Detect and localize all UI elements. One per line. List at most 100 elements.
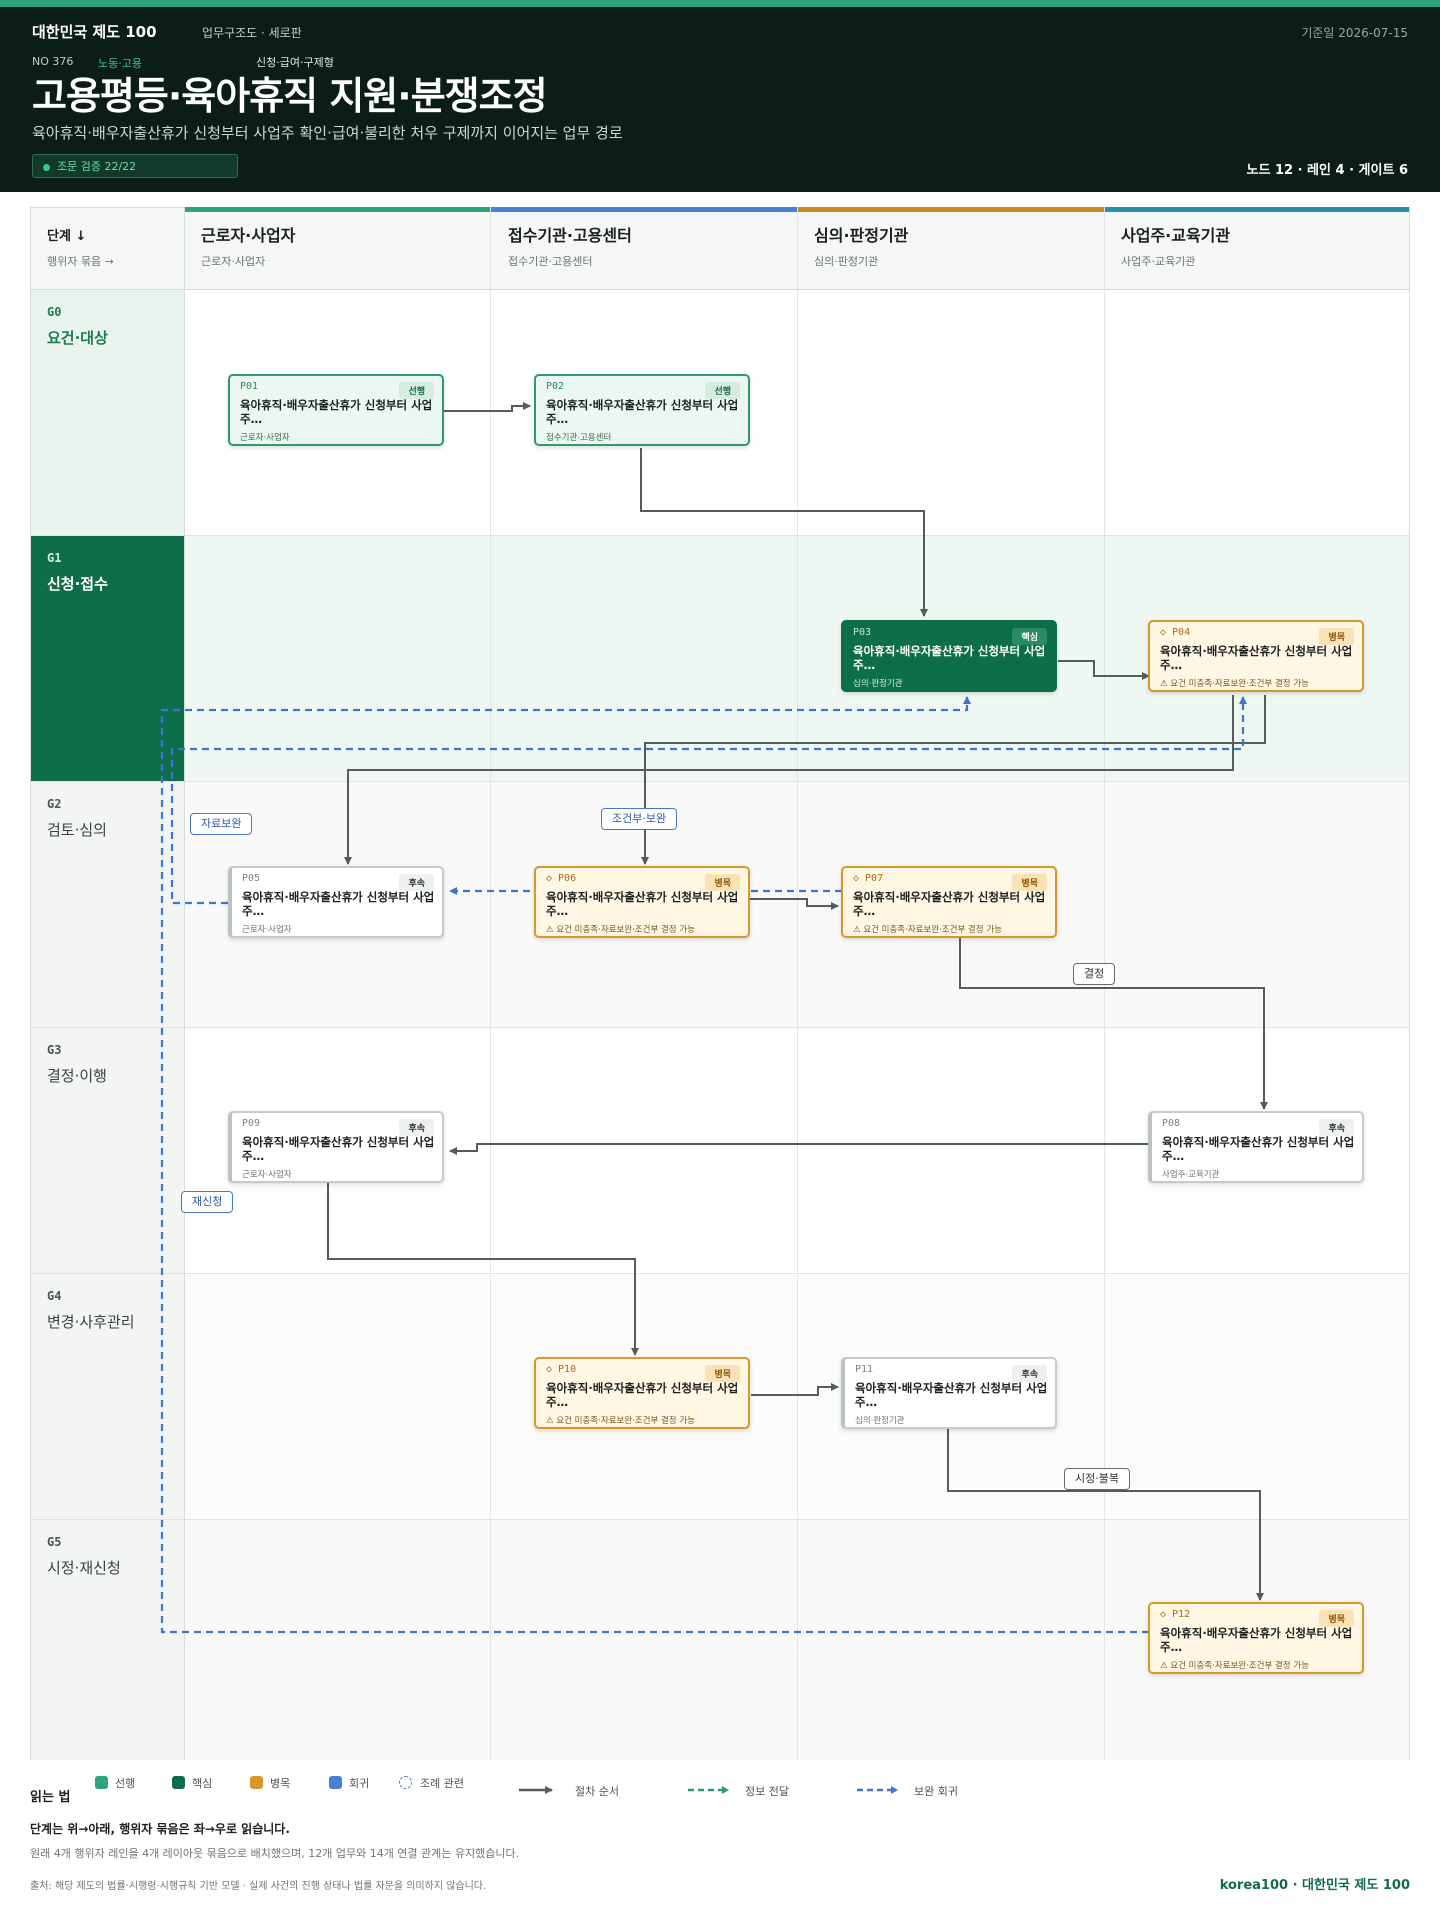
node-id: P02	[546, 381, 565, 392]
edge-label-correction: 시정·불복	[1064, 1468, 1130, 1490]
node-tag: 후속	[399, 1119, 434, 1136]
legend-label-procedure: 절차 순서	[575, 1785, 619, 1798]
node-tag: 병목	[705, 1365, 740, 1382]
node-tag: 선행	[399, 382, 434, 399]
stage-name-g1: 신청·접수	[47, 575, 108, 593]
edge-label-supplement: 자료보완	[190, 813, 253, 835]
edge-label-decision: 결정	[1073, 963, 1116, 985]
node-title: 육아휴직·배우자출산휴가 신청부터 사업주…	[546, 398, 739, 426]
page-description: 육아휴직·배우자출산휴가 신청부터 사업주 확인·급여·불리한 처우 구제까지 …	[32, 124, 623, 142]
process-node-p10[interactable]: ◇ P10 병목 육아휴직·배우자출산휴가 신청부터 사업주… ⚠ 요건 미충족…	[534, 1357, 750, 1429]
node-id: P01	[240, 381, 259, 392]
legend-label-bottleneck: 병목	[270, 1777, 291, 1790]
stage-name-g4: 변경·사후관리	[47, 1313, 135, 1331]
node-subtitle: 근로자·사업자	[240, 433, 290, 443]
lane-subtitle-2: 접수기관·고용센터	[508, 255, 593, 268]
actor-axis-label: 행위자 묶음 →	[47, 255, 114, 268]
process-node-p01[interactable]: P01 선행 육아휴직·배우자출산휴가 신청부터 사업주… 근로자·사업자	[228, 374, 444, 446]
node-tag: 병목	[1319, 1610, 1354, 1627]
reading-note: 단계는 위→아래, 행위자 묶음은 좌→우로 읽습니다.	[30, 1822, 290, 1836]
edge-p07-p08	[959, 938, 1268, 1110]
node-tag: 병목	[705, 874, 740, 891]
node-title: 육아휴직·배우자출산휴가 신청부터 사업주…	[1160, 644, 1353, 672]
node-tag: 후속	[1319, 1119, 1354, 1136]
process-node-p04[interactable]: ◇ P04 병목 육아휴직·배우자출산휴가 신청부터 사업주… ⚠ 요건 미충족…	[1148, 620, 1364, 692]
node-subtitle: ⚠ 요건 미충족·자료보완·조건부 결정 가능	[1160, 679, 1309, 689]
process-node-p03[interactable]: P03 핵심 육아휴직·배우자출산휴가 신청부터 사업주… 심의·판정기관	[841, 620, 1057, 692]
edge-feedback-p12-p03	[160, 696, 1149, 1634]
lane-title-3: 심의·판정기관	[814, 226, 909, 245]
node-title: 육아휴직·배우자출산휴가 신청부터 사업주…	[853, 890, 1046, 918]
edge-label-reapply: 재신청	[181, 1191, 234, 1213]
stage-id-g2: G2	[47, 797, 62, 811]
node-subtitle: 근로자·사업자	[242, 1170, 292, 1180]
stage-id-g0: G0	[47, 305, 62, 319]
process-node-p05[interactable]: P05 후속 육아휴직·배우자출산휴가 신청부터 사업주… 근로자·사업자	[228, 866, 444, 938]
node-subtitle: 접수기관·고용센터	[546, 433, 612, 443]
stage-cells-rest	[31, 781, 184, 1760]
legend-title: 읽는 법	[30, 1790, 71, 1805]
stage-id-g4: G4	[47, 1289, 62, 1303]
node-id: P09	[242, 1118, 261, 1129]
legend-label-core: 핵심	[192, 1777, 213, 1790]
stage-id-g1: G1	[47, 551, 62, 565]
footer-brand: korea100 · 대한민국 제도 100	[1219, 1878, 1410, 1893]
node-title: 육아휴직·배우자출산휴가 신청부터 사업주…	[1160, 1626, 1353, 1654]
node-id: P05	[242, 873, 261, 884]
stage-id-g5: G5	[47, 1535, 62, 1549]
legend-swatch-core	[172, 1776, 185, 1789]
node-title: 육아휴직·배우자출산휴가 신청부터 사업주…	[853, 644, 1046, 672]
node-subtitle: 심의·판정기관	[853, 679, 903, 689]
edge-p11-p12	[947, 1429, 1264, 1601]
page-header: 대한민국 제도 100 업무구조도 · 세로판 기준일 2026-07-15 N…	[0, 7, 1440, 192]
process-node-p06[interactable]: ◇ P06 병목 육아휴직·배우자출산휴가 신청부터 사업주… ⚠ 요건 미충족…	[534, 866, 750, 938]
node-id: ◇ P12	[1160, 1609, 1191, 1620]
process-node-p09[interactable]: P09 후속 육아휴직·배우자출산휴가 신청부터 사업주… 근로자·사업자	[228, 1111, 444, 1183]
category-label: 노동·고용	[98, 57, 142, 70]
edge-p01-p02	[444, 402, 531, 412]
node-id: P03	[853, 627, 872, 638]
node-title: 육아휴직·배우자출산휴가 신청부터 사업주…	[855, 1381, 1048, 1409]
node-subtitle: 근로자·사업자	[242, 925, 292, 935]
stage-axis-label: 단계 ↓	[47, 229, 87, 244]
status-dot-icon	[43, 163, 50, 171]
lane-header-row	[31, 208, 1409, 289]
source-note: 출처: 해당 제도의 법률·시행령·시행규칙 기반 모델 · 실제 사건의 진행…	[30, 1881, 487, 1892]
process-node-p12[interactable]: ◇ P12 병목 육아휴직·배우자출산휴가 신청부터 사업주… ⚠ 요건 미충족…	[1148, 1602, 1364, 1674]
edge-p04-p05	[344, 695, 1234, 865]
page-title: 고용평등·육아휴직 지원·분쟁조정	[32, 74, 548, 118]
stage-cell-g0	[31, 289, 184, 535]
legend-label-return: 회귀	[349, 1777, 370, 1790]
node-tag: 병목	[1319, 628, 1354, 645]
legend-swatch-ordinance	[399, 1776, 412, 1789]
node-id: P08	[1162, 1118, 1181, 1129]
edge-p03-p04	[1058, 660, 1150, 680]
lane-title-4: 사업주·교육기관	[1121, 226, 1231, 245]
stage-cell-g1	[31, 535, 184, 781]
edge-p06-p07	[750, 898, 839, 910]
node-tag: 선행	[705, 382, 740, 399]
node-title: 육아휴직·배우자출산휴가 신청부터 사업주…	[242, 1135, 435, 1163]
node-id: ◇ P04	[1160, 627, 1191, 638]
node-title: 육아휴직·배우자출산휴가 신청부터 사업주…	[242, 890, 435, 918]
legend-label-feedback: 보완 회귀	[914, 1785, 958, 1798]
document-number: NO 376	[32, 55, 74, 68]
lane-color-bar-1	[185, 207, 490, 212]
reference-date: 기준일 2026-07-15	[1301, 26, 1408, 40]
node-id: ◇ P10	[546, 1364, 577, 1375]
node-title: 육아휴직·배우자출산휴가 신청부터 사업주…	[1162, 1135, 1355, 1163]
lane-title-1: 근로자·사업자	[201, 226, 296, 245]
node-title: 육아휴직·배우자출산휴가 신청부터 사업주…	[240, 398, 433, 426]
edge-p04-p06	[641, 695, 1266, 865]
process-node-p11[interactable]: P11 후속 육아휴직·배우자출산휴가 신청부터 사업주… 심의·판정기관	[841, 1357, 1057, 1429]
process-node-p02[interactable]: P02 선행 육아휴직·배우자출산휴가 신청부터 사업주… 접수기관·고용센터	[534, 374, 750, 446]
stage-id-g3: G3	[47, 1043, 62, 1057]
lane-color-bar-4	[1105, 207, 1409, 212]
stage-name-g5: 시정·재신청	[47, 1559, 121, 1577]
process-node-p08[interactable]: P08 후속 육아휴직·배우자출산휴가 신청부터 사업주… 사업주·교육기관	[1148, 1111, 1364, 1183]
stage-name-g2: 검토·심의	[47, 821, 107, 839]
process-node-p07[interactable]: ◇ P07 병목 육아휴직·배우자출산휴가 신청부터 사업주… ⚠ 요건 미충족…	[841, 866, 1057, 938]
node-tag: 후속	[1012, 1365, 1047, 1382]
